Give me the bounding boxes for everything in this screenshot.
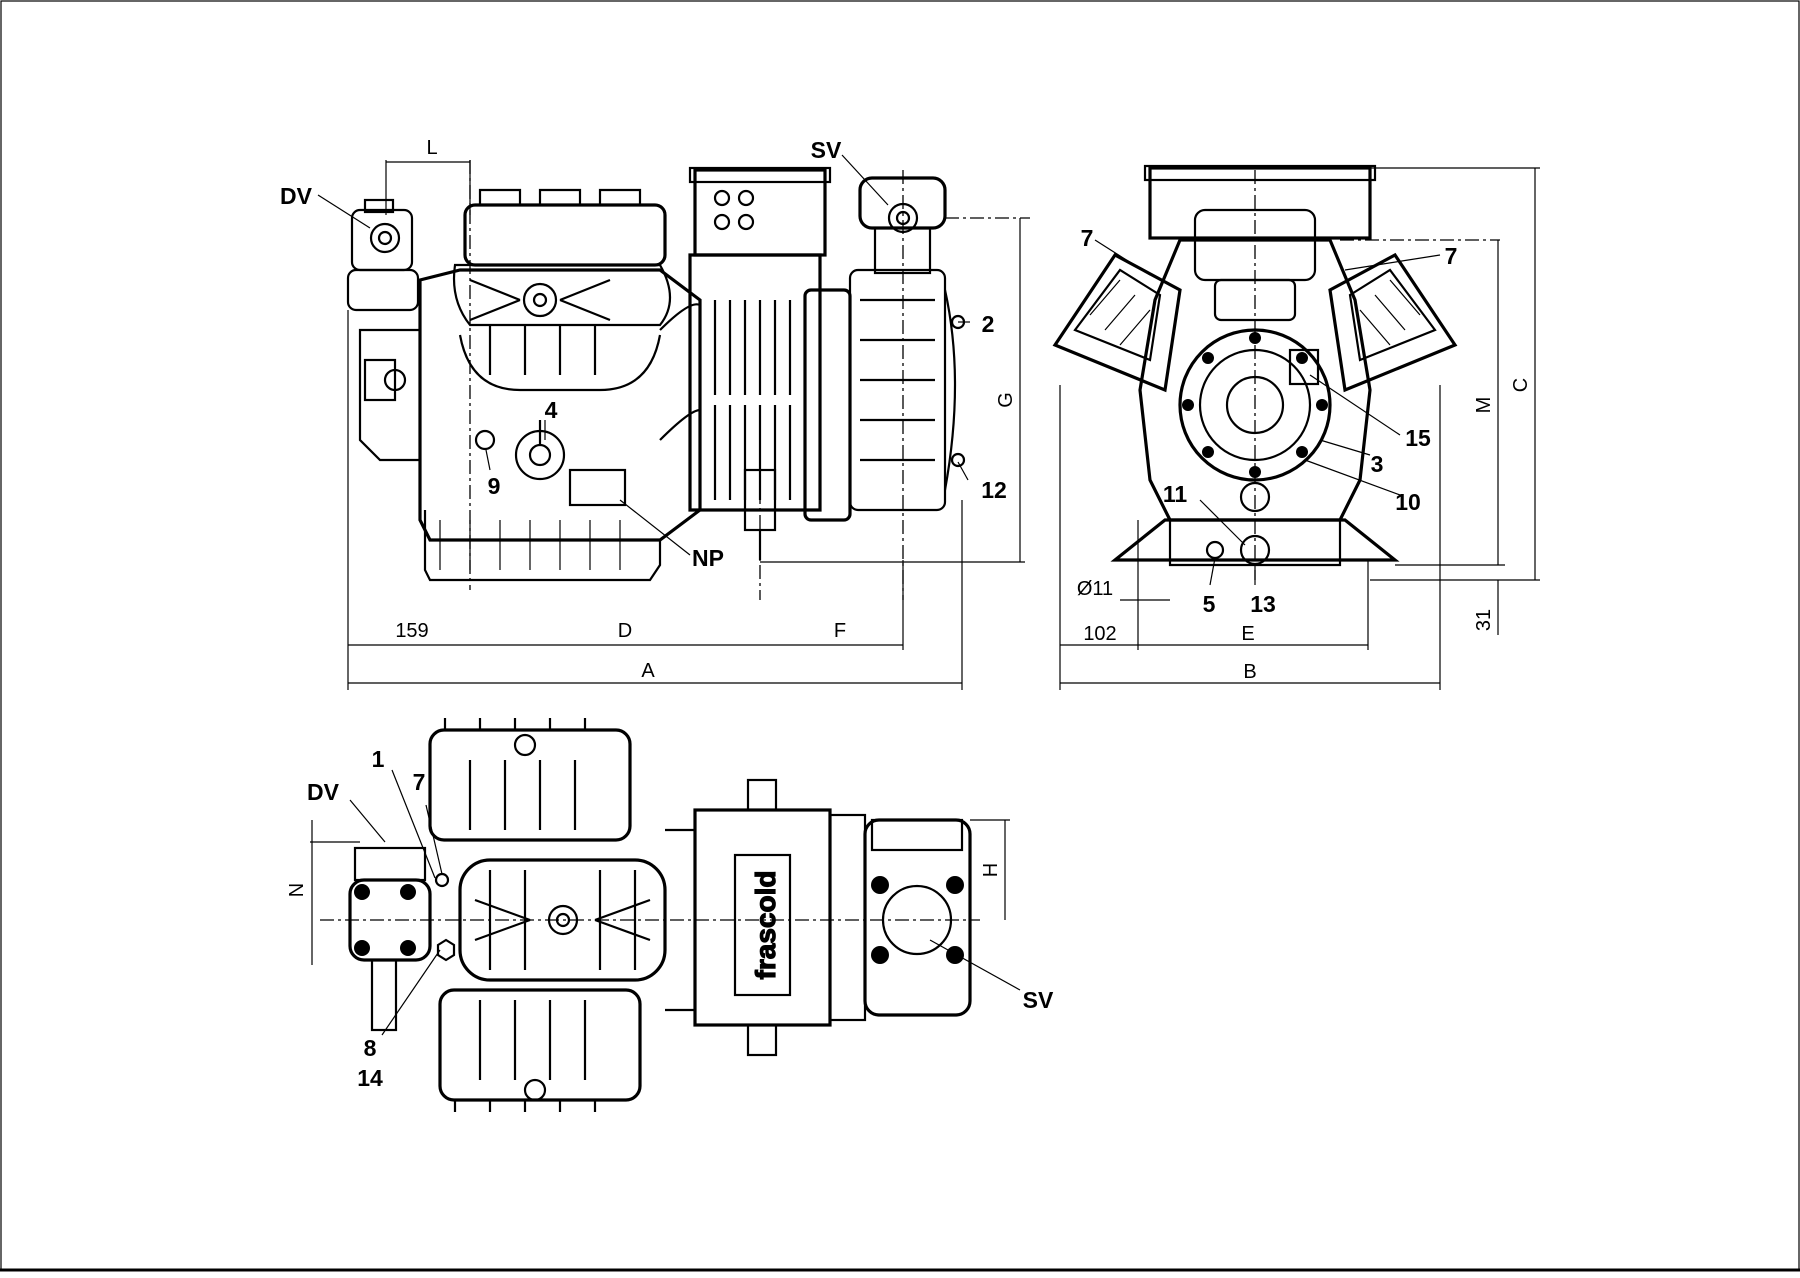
dim-102: 102 — [1083, 623, 1116, 645]
side-port-9 — [474, 429, 496, 451]
callout-7-right: 7 — [1445, 243, 1458, 269]
dim-n: N — [286, 883, 308, 897]
callout-5: 5 — [1203, 591, 1216, 617]
callout-2: 2 — [982, 311, 995, 337]
dim-159: 159 — [395, 620, 428, 642]
callout-labels: DV SV 2 4 9 12 NP 7 7 15 3 10 11 5 13 1 … — [280, 137, 1457, 1091]
side-motor-end — [743, 268, 957, 560]
callout-14: 14 — [357, 1065, 383, 1091]
side-junction-plate — [358, 328, 422, 462]
callout-3: 3 — [1371, 451, 1384, 477]
side-nameplate — [568, 468, 627, 507]
top-motor-end — [828, 813, 972, 1022]
dim-l: L — [426, 137, 437, 159]
callout-dv-bottom: DV — [307, 779, 340, 805]
side-sump — [423, 510, 662, 582]
brand-logo: frascold — [750, 871, 781, 980]
leader-lines — [317, 154, 1441, 1036]
callout-7-bottom: 7 — [413, 769, 426, 795]
dim-h: H — [980, 863, 1002, 877]
callout-13: 13 — [1250, 591, 1276, 617]
top-discharge-valve — [348, 846, 432, 1032]
callout-8: 8 — [364, 1035, 377, 1061]
side-motor-housing — [659, 253, 822, 512]
callout-4: 4 — [545, 397, 558, 423]
dim-a: A — [641, 660, 655, 682]
dim-31: 31 — [1473, 609, 1495, 631]
side-cylinder-head — [452, 188, 671, 392]
callout-np: NP — [692, 545, 724, 571]
callout-7-left: 7 — [1081, 225, 1094, 251]
dimension-labels: L G 159 D F A Ø11 102 E B M C 31 N H — [286, 137, 1532, 897]
dim-g: G — [995, 392, 1017, 408]
front-base — [1110, 518, 1400, 562]
side-view-dimensions — [347, 160, 1025, 690]
callout-sv-bottom: SV — [1023, 987, 1054, 1013]
callout-sv-top: SV — [811, 137, 842, 163]
top-view: frascold — [320, 718, 980, 1112]
dim-e: E — [1241, 623, 1254, 645]
front-view — [1052, 164, 1500, 580]
dim-d: D — [618, 620, 632, 642]
callout-1: 1 — [372, 746, 385, 772]
dim-f: F — [834, 620, 846, 642]
front-terminal-box — [1148, 166, 1372, 240]
side-discharge-valve — [346, 198, 420, 312]
callout-11: 11 — [1163, 481, 1188, 507]
top-view-dimensions — [310, 819, 1010, 965]
side-terminal-box — [688, 166, 832, 257]
top-terminal-box: frascold — [693, 778, 832, 1057]
top-upper-head — [428, 718, 632, 842]
callout-12: 12 — [981, 477, 1007, 503]
callout-9: 9 — [488, 473, 501, 499]
side-oil-sight — [514, 420, 566, 481]
dim-b: B — [1243, 661, 1256, 683]
callout-15: 15 — [1405, 425, 1431, 451]
front-left-head — [1052, 252, 1182, 393]
front-right-head — [1328, 252, 1458, 393]
top-lower-head — [438, 988, 642, 1112]
side-view — [346, 160, 1030, 600]
callout-dv-top: DV — [280, 183, 313, 209]
dim-c: C — [1510, 378, 1532, 392]
callout-10: 10 — [1395, 489, 1421, 515]
dim-phi11: Ø11 — [1077, 578, 1113, 600]
front-view-dimensions — [1059, 167, 1540, 690]
dim-m: M — [1473, 397, 1495, 414]
